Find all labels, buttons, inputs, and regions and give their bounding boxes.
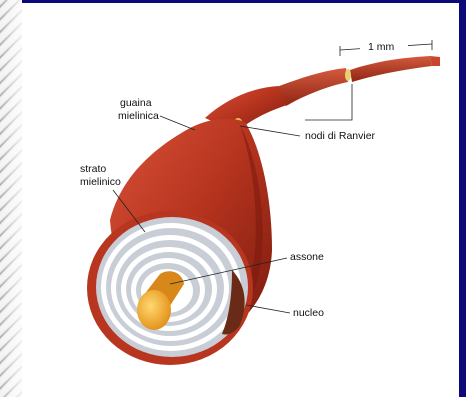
scale-bar: 1 mm bbox=[340, 40, 432, 56]
scale-label: 1 mm bbox=[368, 41, 395, 53]
label-axon: assone bbox=[290, 251, 324, 263]
label-nucleus: nucleo bbox=[293, 307, 324, 319]
label-myelin-layer-line1: strato bbox=[80, 163, 106, 175]
label-nodes-of-ranvier: nodi di Ranvier bbox=[305, 130, 376, 142]
label-myelin-layer-line2: mielinico bbox=[80, 176, 121, 188]
label-myelin-sheath-line2: mielinica bbox=[118, 110, 159, 122]
distal-internodes bbox=[274, 56, 440, 106]
node-of-ranvier-distal bbox=[345, 69, 351, 81]
label-myelin-sheath-line1: guaina bbox=[120, 97, 152, 109]
